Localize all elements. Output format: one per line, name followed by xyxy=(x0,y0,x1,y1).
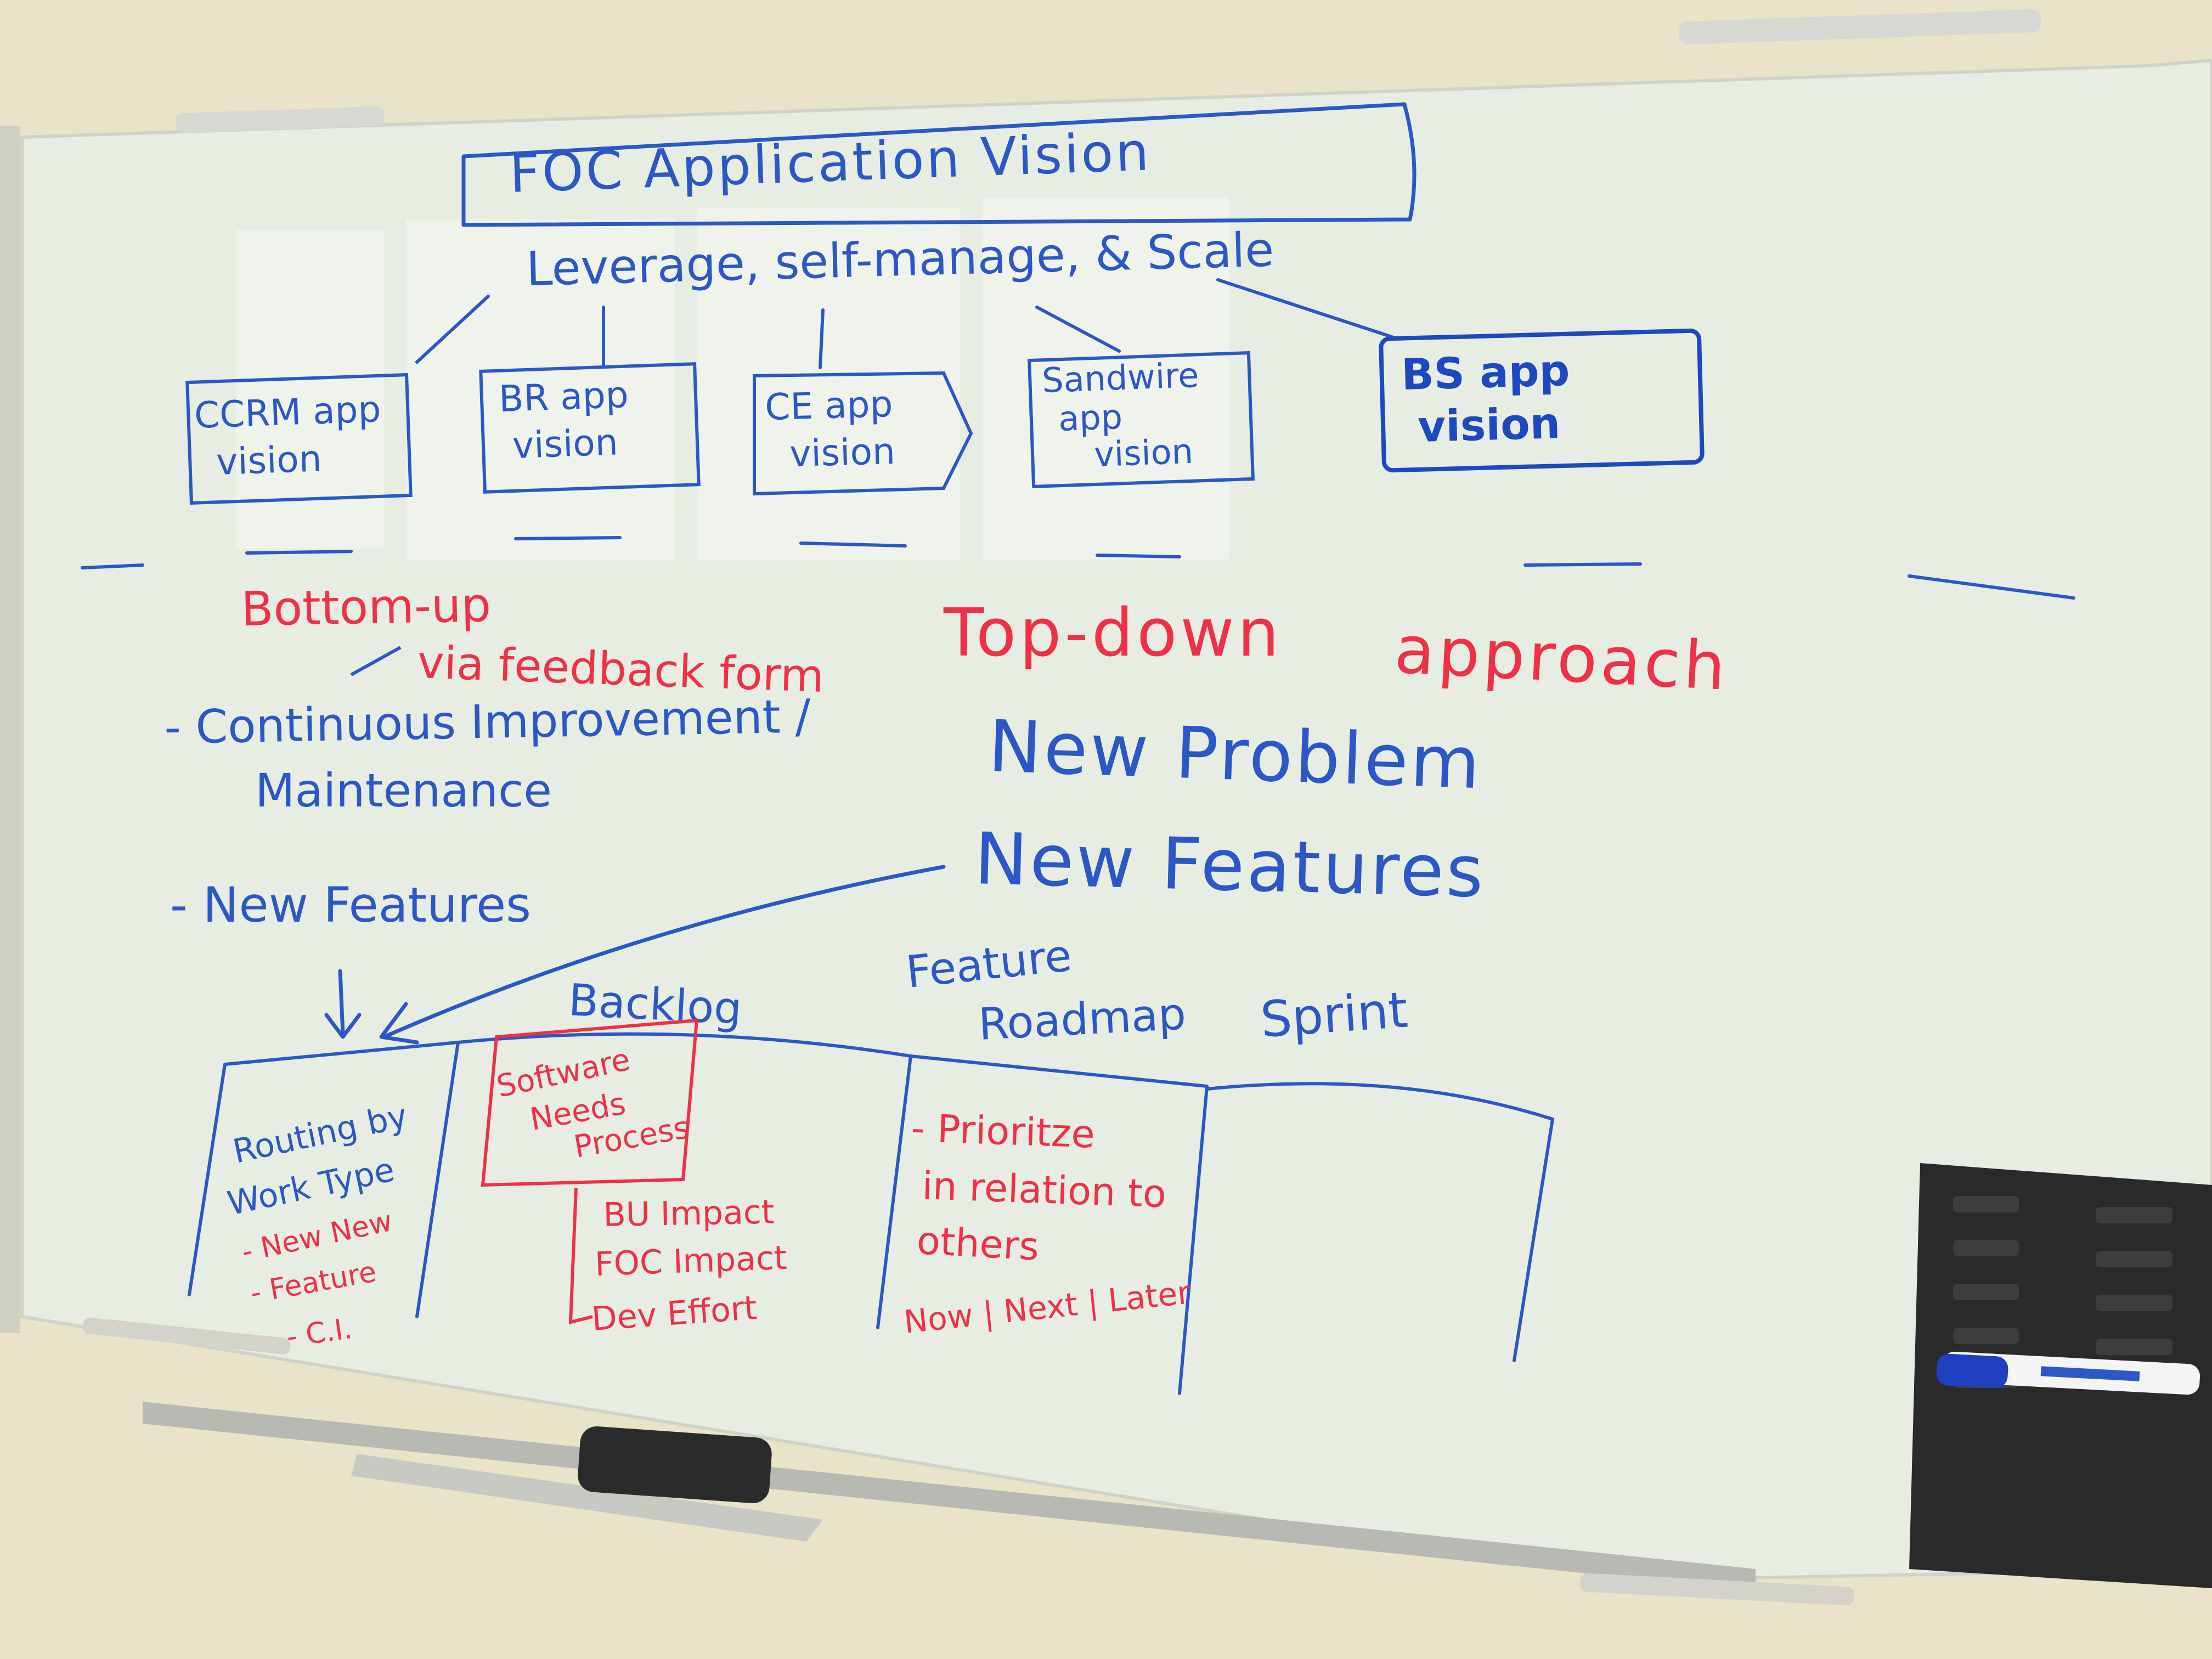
down-arrow-head xyxy=(324,1013,362,1039)
prioritize-line-3: others xyxy=(916,1218,1040,1269)
arrowhead-diagonal xyxy=(379,1002,419,1045)
prioritize-line-2: in relation to xyxy=(921,1163,1167,1216)
ccrm-box xyxy=(185,373,413,505)
software-item-2: FOC Impact xyxy=(594,1239,787,1284)
connector-lines xyxy=(415,278,1395,369)
bs-label-2: vision xyxy=(1417,399,1561,452)
right-new-features: New Features xyxy=(973,817,1487,913)
eraser[interactable] xyxy=(577,1425,773,1504)
bs-box xyxy=(1379,328,1705,473)
ce-label-2: vision xyxy=(789,430,895,475)
roadmap-header: Roadmap xyxy=(977,988,1187,1050)
tray-clip-right xyxy=(1580,1573,1854,1606)
new-problem-label: New Problem xyxy=(987,704,1483,805)
down-arrow-shaft xyxy=(338,969,345,1036)
software-bracket xyxy=(568,1187,593,1324)
blue-marker[interactable] xyxy=(1936,1351,2201,1396)
sandwire-label-1: Sandwire xyxy=(1041,355,1200,400)
bs-label-1: BS app xyxy=(1401,346,1570,400)
br-label-2: vision xyxy=(512,421,619,467)
continuous-label: - Continuous Improvement / xyxy=(164,689,811,754)
title-box xyxy=(461,102,1417,227)
sandwire-label-2: app xyxy=(1058,397,1123,439)
br-label-1: BR app xyxy=(498,374,629,420)
ccrm-label-1: CCRM app xyxy=(194,388,382,437)
approach-label: approach xyxy=(1392,612,1730,706)
arrow-to-routing xyxy=(382,865,946,1039)
tray-bracket xyxy=(351,1454,823,1542)
software-box xyxy=(481,1018,699,1187)
top-clip-left xyxy=(175,106,385,133)
ce-label-1: CE app xyxy=(764,383,893,428)
sandwire-box xyxy=(1028,351,1255,489)
software-item-1: BU Impact xyxy=(603,1193,775,1234)
br-box xyxy=(479,362,701,494)
feedback-connector xyxy=(350,646,402,676)
kanban-outline xyxy=(188,1032,1554,1395)
sandwire-label-3: vision xyxy=(1093,431,1194,475)
board-left-edge xyxy=(0,126,20,1333)
top-down-label: Top-down xyxy=(943,595,1283,672)
whiteboard xyxy=(20,58,2212,1582)
maintenance-label: Maintenance xyxy=(255,764,552,817)
top-clip-right xyxy=(1678,9,2041,44)
left-new-features: - New Features xyxy=(170,877,531,933)
ccrm-label-2: vision xyxy=(216,437,323,483)
marker-tray xyxy=(143,1402,1756,1591)
divider-dashes xyxy=(81,536,2075,600)
ce-box xyxy=(753,371,973,496)
bottom-up-label: Bottom-up xyxy=(241,578,492,637)
sprint-header: Sprint xyxy=(1259,981,1409,1048)
prioritize-line-1: - Prioritze xyxy=(910,1105,1096,1157)
tray-clip-left xyxy=(82,1317,291,1355)
window-reflection xyxy=(236,198,1229,560)
